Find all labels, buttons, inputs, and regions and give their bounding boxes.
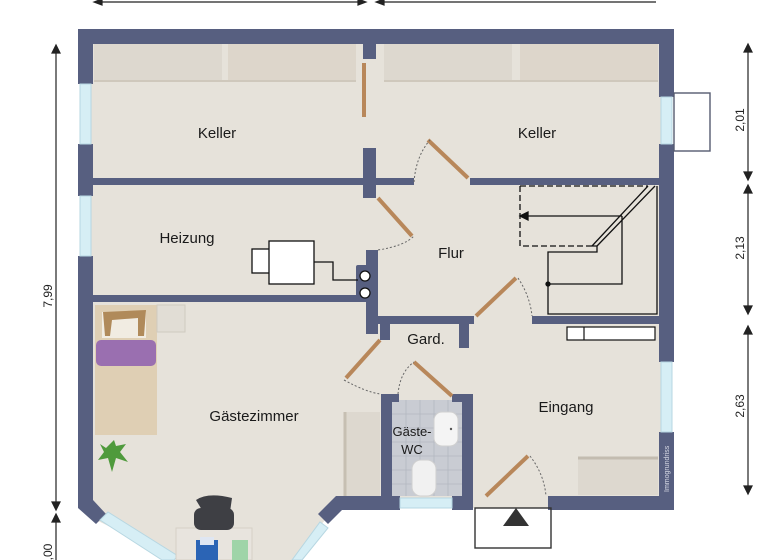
door-wc <box>412 360 454 398</box>
door-gaestezimmer <box>344 338 382 380</box>
nightstand <box>156 304 186 333</box>
doors <box>343 63 547 498</box>
room-label-keller-east: Keller <box>518 125 556 142</box>
room-label-wc-line2: WC <box>401 442 423 457</box>
window-heizung <box>79 195 92 257</box>
dimension-lines-top <box>92 0 656 6</box>
room-label-gard: Gard. <box>407 331 445 348</box>
dimension-right-bottom: 2,63 <box>733 394 747 418</box>
dimension-lines-right <box>743 42 753 496</box>
dimension-right-top: 2,01 <box>733 108 747 132</box>
room-label-gaestezimmer: Gästezimmer <box>209 408 298 425</box>
window-eingang <box>660 361 673 433</box>
cabinet-eingang <box>578 457 658 495</box>
door-flur-eingang <box>474 276 518 318</box>
boiler-icon <box>251 240 371 299</box>
dimension-left-bottom: ,00 <box>41 543 55 560</box>
watermark: Immogrundriss <box>664 445 671 492</box>
room-label-flur: Flur <box>438 245 464 262</box>
entrance-canopy <box>474 507 552 549</box>
dimension-left-total: 7,99 <box>41 284 55 308</box>
windows <box>79 83 673 560</box>
window-wc <box>399 497 453 509</box>
door-keller-west <box>362 63 366 117</box>
plant-icon <box>98 440 128 472</box>
wc-tiled-floor <box>392 400 462 497</box>
window-keller-west <box>79 83 92 145</box>
wardrobe-eingang <box>566 326 656 341</box>
door-heizung <box>376 196 414 238</box>
room-label-eingang: Eingang <box>538 399 593 416</box>
desk-icon <box>175 527 253 560</box>
office-chair-icon <box>194 495 234 530</box>
window-gaestezimmer-right <box>291 521 329 560</box>
toilet-icon <box>411 459 437 497</box>
dimension-right-middle: 2,13 <box>733 236 747 260</box>
door-entrance <box>484 454 530 498</box>
door-keller-east <box>426 138 470 180</box>
window-keller-east <box>660 96 673 145</box>
room-label-heizung: Heizung <box>159 230 214 247</box>
room-label-keller-west: Keller <box>198 125 236 142</box>
entrance-arrow-icon <box>503 508 529 526</box>
staircase <box>518 185 658 315</box>
room-label-wc-line1: Gäste- <box>392 424 431 439</box>
window-bay-keller-east <box>673 92 711 152</box>
bed-icon <box>95 305 157 435</box>
wardrobe-gaestezimmer <box>344 412 380 496</box>
dimension-line-left <box>51 43 61 560</box>
sink-icon <box>433 411 459 447</box>
keller-shelves <box>94 44 658 82</box>
